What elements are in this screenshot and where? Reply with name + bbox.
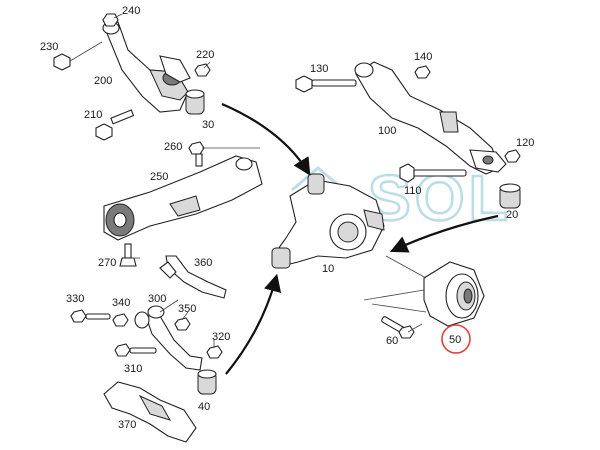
label-300: 300: [148, 293, 166, 305]
label-130: 130: [310, 63, 328, 75]
label-310: 310: [124, 363, 142, 375]
part-360-bracket: [159, 255, 227, 299]
label-110: 110: [404, 185, 422, 197]
label-140: 140: [414, 51, 432, 63]
label-370: 370: [118, 419, 136, 431]
part-270-bolt: [119, 243, 137, 267]
label-30: 30: [202, 119, 214, 131]
label-100: 100: [378, 125, 396, 137]
arrow-link-to-knuckle: [225, 273, 282, 375]
part-210-bolt: [95, 109, 135, 141]
part-120-nut: [504, 149, 521, 163]
label-360: 360: [194, 257, 212, 269]
label-240: 240: [122, 5, 140, 17]
part-370-shield: [103, 381, 197, 443]
part-130-bolt: [295, 75, 357, 93]
part-320-nut: [206, 345, 223, 359]
part-300-washer: [134, 311, 150, 329]
label-260: 260: [164, 141, 182, 153]
part-300-link: [145, 305, 203, 371]
label-330: 330: [66, 293, 84, 305]
part-50-wheel-hub: [423, 261, 485, 327]
label-20: 20: [506, 209, 518, 221]
label-210: 210: [84, 109, 102, 121]
part-250-trailing-arm: [103, 155, 263, 241]
assembly-arrows: [221, 102, 499, 375]
part-30-bushing: [185, 89, 205, 115]
part-350-nut: [174, 317, 191, 331]
part-260-bolt: [188, 141, 205, 167]
part-200-upper-arm: [102, 21, 191, 113]
arrow-lower-arm-to-knuckle: [389, 214, 499, 253]
label-250: 250: [150, 171, 168, 183]
label-120: 120: [516, 137, 534, 149]
label-200: 200: [94, 75, 112, 87]
part-10-knuckle: [271, 173, 385, 269]
label-340: 340: [112, 297, 130, 309]
label-60: 60: [386, 335, 398, 347]
label-220: 220: [196, 49, 214, 61]
label-320: 320: [212, 331, 230, 343]
label-10: 10: [322, 263, 334, 275]
label-40: 40: [198, 401, 210, 413]
part-20-bushing: [499, 183, 521, 209]
part-310-bolt: [114, 343, 157, 357]
part-100-lower-arm: [354, 61, 507, 175]
label-270: 270: [98, 257, 116, 269]
label-50: 50: [449, 334, 461, 346]
part-labels: 240 230 220 200 210 30 260 250 270 360 3…: [40, 5, 534, 431]
part-240-nut: [102, 13, 119, 27]
part-340-nut: [112, 313, 129, 327]
label-230: 230: [40, 41, 58, 53]
part-40-bushing: [197, 369, 217, 395]
part-220-nut: [194, 63, 211, 77]
part-60-bolt: [381, 316, 415, 339]
arrow-upper-to-knuckle: [221, 102, 311, 176]
part-140-nut: [414, 65, 431, 79]
highlight-circle-50: [441, 324, 471, 354]
part-110-bolt: [399, 163, 467, 183]
leader-lines: [113, 13, 427, 348]
part-230-bolt: [53, 41, 103, 71]
label-350: 350: [178, 303, 196, 315]
part-330-bolt: [70, 309, 111, 323]
